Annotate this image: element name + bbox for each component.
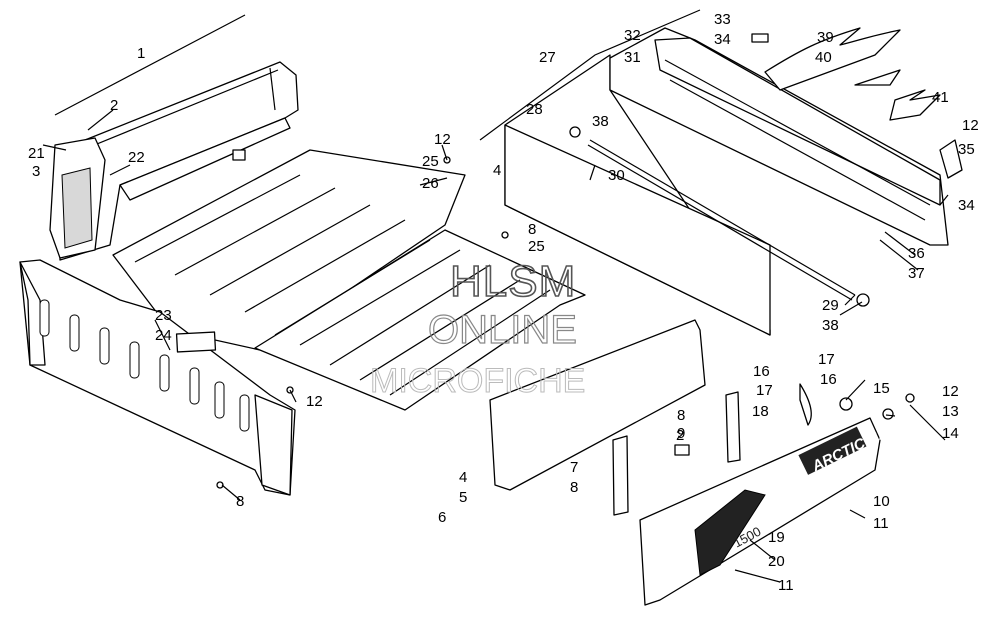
- callout-30: 30: [608, 167, 625, 184]
- callout-18: 18: [752, 403, 769, 420]
- floor-rib: [174, 187, 336, 276]
- hardware: [216, 139, 963, 489]
- callout-4: 4: [493, 162, 501, 179]
- callout-11: 11: [778, 577, 794, 594]
- watermark-line-1: HLSM: [450, 257, 576, 306]
- floor-rib: [134, 174, 301, 263]
- rear-bed-side-panel: [19, 259, 296, 496]
- bed-floor-panel: [112, 149, 586, 411]
- stripe-decals: [751, 27, 941, 121]
- callout-33: 33: [714, 11, 731, 28]
- callout-41: 41: [932, 89, 949, 106]
- callout-17: 17: [756, 382, 773, 399]
- callout-8: 8: [570, 479, 578, 496]
- callout-8: 8: [528, 221, 536, 238]
- callout-19: 19: [768, 529, 785, 546]
- callout-12: 12: [942, 383, 959, 400]
- watermark-line-3: MICROFICHE: [370, 362, 585, 400]
- watermark: HLSM ONLINE MICROFICHE: [370, 256, 586, 400]
- callout-8: 8: [677, 407, 685, 424]
- side-rail-assembly: [504, 27, 949, 336]
- callout-36: 36: [908, 245, 925, 262]
- floor-rib: [209, 204, 371, 296]
- callout-34: 34: [958, 197, 975, 214]
- callout-12: 12: [962, 117, 979, 134]
- callout-13: 13: [942, 403, 959, 420]
- callout-11: 11: [873, 515, 889, 532]
- floor-rib: [359, 279, 521, 381]
- side-panel-slots: [39, 299, 250, 432]
- callout-5: 5: [459, 489, 467, 506]
- callout-4: 4: [459, 469, 467, 486]
- side-slot: [39, 299, 50, 337]
- callout-38: 38: [822, 317, 839, 334]
- floor-rib: [299, 249, 461, 346]
- callout-15: 15: [873, 380, 890, 397]
- floor-rib: [329, 264, 491, 366]
- floor-rib: [389, 289, 551, 396]
- callout-3: 3: [32, 163, 40, 180]
- side-slot: [159, 354, 170, 392]
- callout-2: 2: [110, 97, 118, 114]
- side-slot: [69, 314, 80, 352]
- side-slot: [239, 394, 250, 432]
- callout-35: 35: [958, 141, 975, 158]
- side-slot: [189, 367, 200, 405]
- callout-7: 7: [570, 459, 578, 476]
- callout-14: 14: [942, 425, 959, 442]
- callout-23: 23: [155, 307, 172, 324]
- leader-lines: [42, 9, 949, 583]
- callout-38: 38: [592, 113, 609, 130]
- callout-10: 10: [873, 493, 890, 510]
- side-slot: [214, 381, 225, 419]
- callout-24: 24: [155, 327, 172, 344]
- front-headboard-panel: [49, 61, 299, 261]
- decal-label: [175, 331, 217, 353]
- callout-34: 34: [714, 31, 731, 48]
- callout-2: 2: [676, 427, 684, 444]
- callout-12: 12: [434, 131, 451, 148]
- callout-40: 40: [815, 49, 832, 66]
- callout-26: 26: [422, 175, 439, 192]
- floor-ribs: [134, 174, 551, 396]
- callout-39: 39: [817, 29, 834, 46]
- callout-28: 28: [526, 101, 543, 118]
- callout-1: 1: [137, 45, 145, 62]
- callout-32: 32: [624, 27, 641, 44]
- watermark-line-2: ONLINE: [428, 308, 577, 352]
- callout-37: 37: [908, 265, 925, 282]
- callout-6: 6: [438, 509, 446, 526]
- callout-16: 16: [753, 363, 770, 380]
- callout-12: 12: [306, 393, 323, 410]
- side-slot: [99, 327, 110, 365]
- side-slot: [129, 341, 140, 379]
- callout-9: 9: [677, 425, 685, 442]
- floor-rib: [244, 219, 406, 313]
- tailgate-outer-panel: ARCTIC CAT 1500: [639, 417, 900, 606]
- callout-29: 29: [822, 297, 839, 314]
- callout-21: 21: [28, 145, 45, 162]
- floor-rib: [274, 239, 431, 336]
- callout-25: 25: [422, 153, 439, 170]
- tailgate-inner-panel: [489, 319, 706, 491]
- callout-27: 27: [539, 49, 556, 66]
- callout-17: 17: [818, 351, 835, 368]
- callout-20: 20: [768, 553, 785, 570]
- callout-31: 31: [624, 49, 641, 66]
- tailgate-brackets: [612, 391, 741, 516]
- callout-25: 25: [528, 238, 545, 255]
- callout-22: 22: [128, 149, 145, 166]
- callout-16: 16: [820, 371, 837, 388]
- callout-8: 8: [236, 493, 244, 510]
